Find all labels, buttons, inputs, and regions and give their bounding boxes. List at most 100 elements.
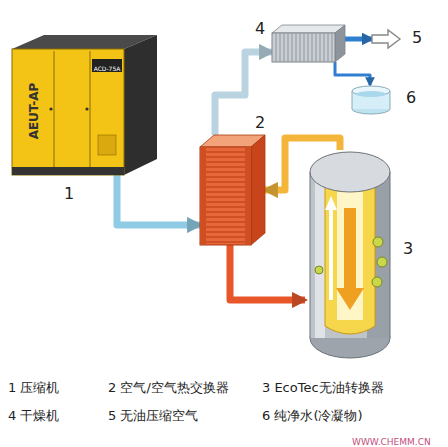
fin-line: [200, 221, 251, 222]
air-outlet-art: [372, 30, 400, 48]
model-text: ACD-75A: [94, 66, 121, 73]
fin-line: [332, 33, 333, 62]
cup-top: [352, 86, 390, 96]
fin-line: [200, 231, 251, 232]
fin-line: [200, 241, 251, 242]
fin-line: [316, 33, 317, 62]
door-lock: [85, 107, 88, 110]
cup-body: [352, 91, 390, 109]
fin-line: [200, 156, 251, 157]
text-holder: 2: [255, 114, 265, 132]
fin-line: [200, 151, 251, 152]
fin-line: [200, 216, 251, 217]
fin-line: [324, 33, 325, 62]
text-holder: 6: [406, 89, 416, 107]
fin-line: [200, 191, 251, 192]
callout-number: 3: [403, 240, 413, 258]
outlet-pipe: [345, 37, 372, 42]
flow-arrow: [325, 196, 337, 300]
door-seam: [90, 51, 91, 167]
label-holder: WWW.CHEMM.CN: [352, 431, 431, 447]
fin-line: [200, 196, 251, 197]
callout-number: 4: [255, 20, 265, 38]
catalyst-ball: [373, 237, 383, 247]
legend-text: 4 干燥机: [8, 409, 59, 423]
legend-text: 2 空气/空气热交换器: [108, 381, 229, 395]
outlet-arrow: [372, 30, 400, 48]
watermark: WWW.CHEMM.CN: [352, 438, 431, 447]
tank-body: [310, 172, 390, 338]
text-holder: ACD-75A: [94, 57, 121, 75]
catalyst-ball: [315, 266, 323, 274]
fin-line: [328, 33, 329, 62]
fin-line: [296, 33, 297, 62]
cabinet-side: [124, 35, 157, 175]
text-holder: 5: [412, 29, 422, 47]
hot-air-pipe: [230, 245, 305, 300]
label-holder: 2 空气/空气热交换器: [108, 378, 229, 396]
fin-line: [200, 171, 251, 172]
fin-line: [200, 176, 251, 177]
dryer-side: [335, 25, 345, 62]
tank-edge: [310, 172, 311, 338]
fin-line: [280, 33, 281, 62]
flow-arrow: [336, 208, 364, 310]
condensate-cup-art: [350, 85, 392, 115]
fin-line: [200, 166, 251, 167]
fin-line: [200, 206, 251, 207]
label-holder: 4 干燥机: [8, 406, 59, 424]
cabinet-front: [12, 49, 124, 175]
fin-line: [200, 181, 251, 182]
fin-line: [200, 211, 251, 212]
catalyst-ball: [372, 277, 382, 287]
door-seam: [54, 51, 55, 167]
catalyst-core: [337, 192, 363, 320]
air-outlet: 5: [372, 30, 400, 48]
cup-edge: [390, 91, 391, 109]
fin-line: [312, 33, 313, 62]
heat-exchanger-art: [200, 135, 265, 245]
legend-text: 5 无油压缩空气: [108, 409, 198, 423]
text-holder: 3: [403, 240, 413, 258]
water-surface: [356, 91, 386, 97]
fin-line: [308, 33, 309, 62]
tank-light: [315, 172, 325, 338]
fin-line: [304, 33, 305, 62]
text-holder: 4: [255, 20, 265, 38]
callout-number: 6: [406, 89, 416, 107]
text-holder: 1: [64, 185, 74, 203]
dryer-unit-art: [272, 25, 345, 62]
tank-cutaway: [325, 174, 375, 334]
fin-line: [300, 33, 301, 62]
callout-number: 5: [412, 29, 422, 47]
exchanger-frame: [245, 147, 251, 245]
fin-line: [200, 201, 251, 202]
legend-text: 6 纯净水(冷凝物): [262, 409, 363, 423]
vent-grille: [98, 135, 116, 155]
label-holder: 6 纯净水(冷凝物): [262, 406, 363, 424]
legend-text: 1 压缩机: [8, 381, 59, 395]
exchanger-frame: [200, 147, 206, 245]
door-lock: [49, 107, 52, 110]
cup-edge: [352, 91, 353, 109]
fin-line: [320, 33, 321, 62]
label-holder: 5 无油压缩空气: [108, 406, 198, 424]
legend-text: 3 EcoTec无油转换器: [262, 381, 384, 395]
oil-free-converter-art: [305, 150, 395, 360]
catalyst-ball: [377, 257, 387, 267]
tank-top: [310, 152, 390, 192]
exchanger-front: [200, 147, 251, 245]
fin-line: [276, 33, 277, 62]
fin-line: [200, 236, 251, 237]
brand-text: AEUT-AP: [28, 83, 41, 140]
dryer-top: [272, 25, 345, 33]
dryer-front: [272, 33, 335, 62]
cabinet-base: [12, 167, 124, 175]
exchanger-side: [251, 135, 265, 245]
heat-exchanger: 2: [200, 135, 265, 245]
callout-number: 1: [64, 185, 74, 203]
air-pipe: [117, 175, 200, 225]
control-display: [92, 59, 122, 72]
